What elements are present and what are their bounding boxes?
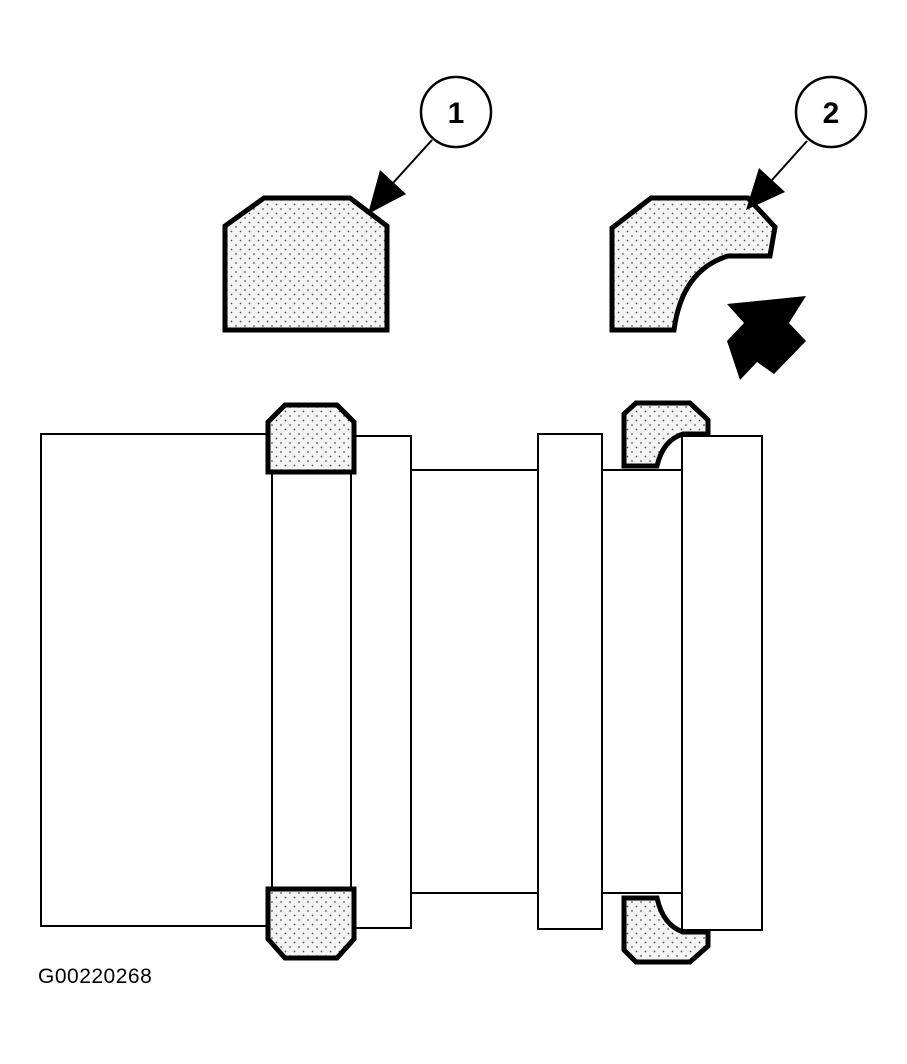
seal-1-installed-bottom [265, 886, 357, 961]
callout-2-circle [794, 75, 868, 149]
callout-1: 1 [368, 75, 493, 214]
left-housing [40, 433, 313, 927]
shaft-assembly [40, 433, 763, 931]
callout-1-circle [419, 75, 493, 149]
callout-2-arrowhead [746, 168, 785, 210]
end-sleeve [681, 435, 763, 931]
callout-2: 2 [746, 75, 868, 210]
callout-1-label: 1 [448, 97, 465, 130]
seal-groove-ring [271, 469, 352, 893]
right-shaft-section [601, 469, 683, 894]
seal-1-installed-top [265, 402, 357, 475]
seal-2-installed-top [621, 400, 711, 469]
seal-2-detail [609, 195, 778, 333]
callout-2-label: 2 [823, 97, 840, 130]
center-shaft [410, 469, 540, 894]
seal-2-installed-bottom [621, 895, 711, 965]
installation-direction-arrow [727, 296, 806, 380]
callout-1-leader [392, 139, 433, 184]
seal-1-detail [222, 195, 390, 333]
right-collar [537, 433, 603, 930]
figure-id-label: G00220268 [38, 965, 153, 988]
callout-1-arrowhead [368, 170, 406, 214]
callout-2-leader [771, 140, 808, 181]
